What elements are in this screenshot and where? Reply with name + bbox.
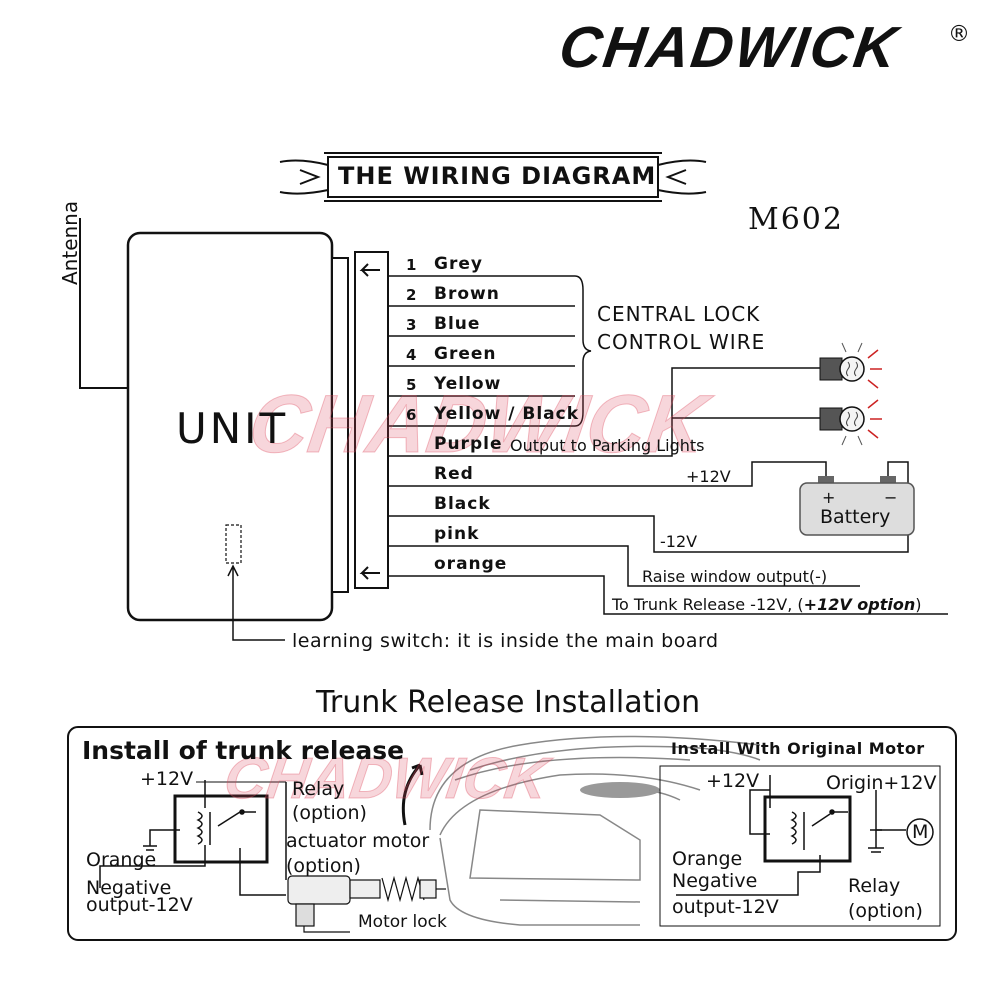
wire-name: Purple (434, 434, 503, 454)
install-trunk-heading: Install of trunk release (82, 736, 405, 765)
raise-window-label: Raise window output(-) (642, 567, 828, 586)
battery-plus-icon: + (822, 488, 836, 507)
wire-name: Black (434, 494, 491, 514)
right-relay-option-label: (option) (848, 900, 923, 922)
parking-lights-label: Output to Parking Lights (510, 436, 705, 455)
right-orange-label: Orange (672, 848, 743, 870)
registered-mark: ® (948, 22, 970, 47)
wire-name: Yellow (434, 374, 502, 394)
left-plus-12v-label: +12V (140, 768, 194, 790)
brand-logo: CHADWICK (555, 15, 903, 80)
motor-symbol-icon: M (912, 821, 929, 843)
actuator-label: actuator motor (286, 830, 430, 852)
left-relay-icon (99, 780, 287, 896)
connector-block (354, 251, 389, 589)
parking-light-icon (819, 342, 882, 389)
wire-lines (388, 275, 948, 615)
right-relay-icon (659, 765, 941, 927)
wire-number: 1 (406, 256, 417, 274)
antenna-wire (79, 218, 128, 389)
output-label: output-12V (86, 894, 193, 916)
right-output-label: output-12V (672, 896, 779, 918)
motor-lock-icon (287, 875, 446, 933)
wire-number: 6 (406, 406, 417, 424)
control-wire-label: CONTROL WIRE (597, 330, 766, 354)
unit-label: UNIT (176, 404, 289, 453)
connector-arrow-bottom (359, 566, 380, 580)
negative-label: Negative (86, 877, 172, 899)
orange-label: Orange (86, 849, 157, 871)
right-plus-12v-label: +12V (706, 770, 760, 792)
wire-name: Brown (434, 284, 500, 304)
right-relay-label: Relay (848, 875, 901, 897)
battery-icon (799, 476, 915, 536)
battery-minus-icon: − (884, 488, 898, 507)
plus-12v-label: +12V (686, 467, 731, 486)
wire-number: 4 (406, 346, 417, 364)
learning-switch-pointer (227, 564, 285, 641)
central-lock-label: CENTRAL LOCK (597, 302, 761, 326)
wire-name: orange (434, 554, 508, 574)
learning-switch-icon (225, 524, 242, 564)
wire-name: Blue (434, 314, 481, 334)
right-negative-label: Negative (672, 870, 758, 892)
car-trunk-illustration (429, 735, 761, 926)
learning-switch-label: learning switch: it is inside the main b… (292, 630, 719, 652)
wire-number: 3 (406, 316, 417, 334)
trunk-section-frame (67, 726, 957, 941)
trunk-open-arrow (401, 763, 424, 826)
wire-number: 5 (406, 376, 417, 394)
title-banner (279, 152, 707, 202)
actuator-option-label: (option) (286, 855, 361, 877)
wire-name: Yellow / Black (434, 404, 580, 424)
diagram-title: THE WIRING DIAGRAM (338, 162, 657, 190)
trunk-release-label: To Trunk Release -12V, (+12V option) (612, 595, 922, 614)
battery-label: Battery (820, 506, 891, 528)
wire-name: pink (434, 524, 480, 544)
connector-plate (331, 257, 349, 593)
connector-arrow-top (359, 263, 380, 277)
antenna-label: Antenna (58, 200, 82, 285)
origin-12v-label: Origin+12V (826, 772, 937, 794)
relay-option-label: (option) (292, 802, 367, 824)
relay-label: Relay (292, 778, 345, 800)
wire-number: 2 (406, 286, 417, 304)
wire-name: Green (434, 344, 497, 364)
minus-12v-label: -12V (660, 532, 698, 551)
motor-lock-label: Motor lock (358, 912, 447, 932)
trunk-section-title: Trunk Release Installation (316, 685, 701, 720)
central-lock-brace (574, 275, 592, 427)
install-original-heading: Install With Original Motor (671, 739, 925, 758)
wire-name: Red (434, 464, 474, 484)
wire-name: Grey (434, 254, 483, 274)
parking-light-icon (819, 399, 882, 446)
model-number: M602 (748, 202, 844, 237)
